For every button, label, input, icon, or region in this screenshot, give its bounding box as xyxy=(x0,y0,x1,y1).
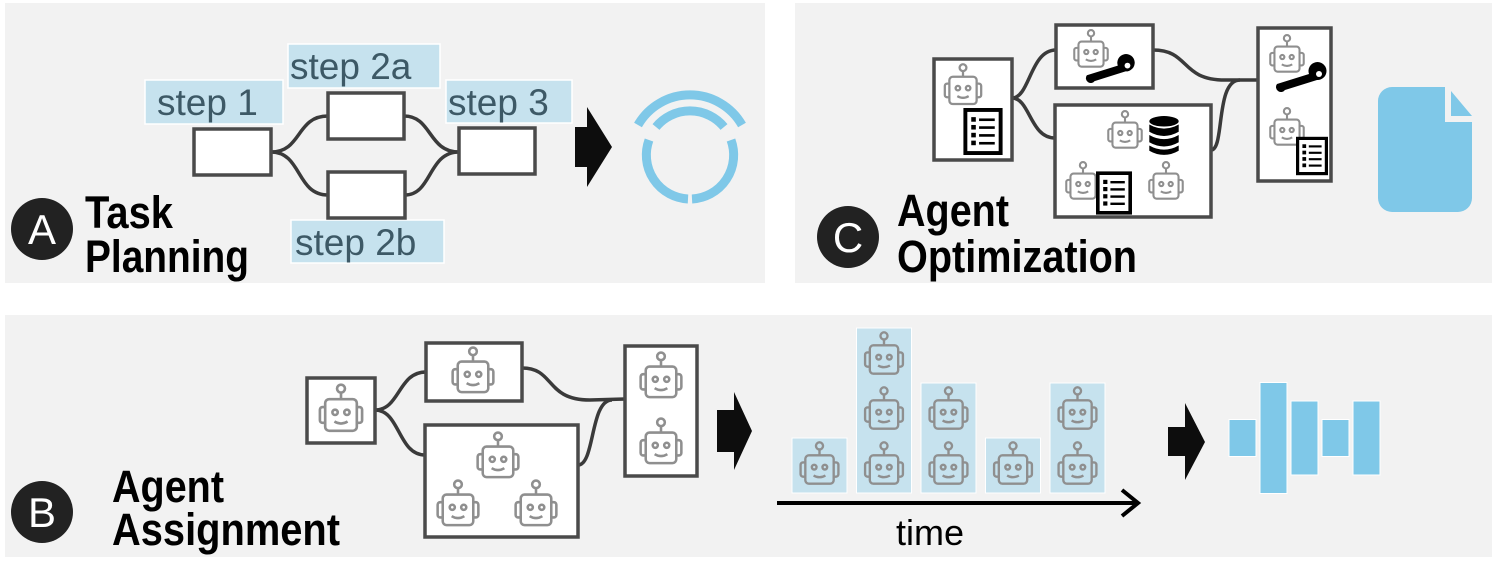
title-line-1: Agent xyxy=(112,461,224,512)
agent-box xyxy=(305,376,377,445)
badge-c: C xyxy=(817,206,879,268)
edge xyxy=(521,366,626,402)
step-2a-box xyxy=(326,91,406,141)
edge xyxy=(1011,96,1056,140)
arrow-right-icon xyxy=(1168,403,1205,480)
badge-a: A xyxy=(11,198,73,260)
edge xyxy=(404,150,460,197)
bar-histogram-icon xyxy=(1228,382,1381,494)
agent-box xyxy=(423,423,580,539)
step-2b-box xyxy=(326,170,407,220)
edge xyxy=(374,370,427,412)
checklist-icon xyxy=(1096,171,1132,215)
svg-text:B: B xyxy=(28,489,56,536)
arrow-right-icon xyxy=(575,107,612,187)
agent-timeline xyxy=(791,327,1106,494)
histogram-bar xyxy=(1259,382,1288,494)
edge xyxy=(577,398,613,467)
edge xyxy=(1210,78,1241,152)
document-icon xyxy=(1378,87,1472,212)
badge-b: B xyxy=(11,481,73,543)
checklist-icon xyxy=(963,108,1003,155)
panel-task-planning: step 1 step 2a step 3 step 2b xyxy=(5,3,765,283)
checklist-icon xyxy=(1296,136,1328,176)
edge xyxy=(403,114,460,154)
histogram-bar xyxy=(1290,400,1319,476)
svg-text:A: A xyxy=(28,206,56,253)
step-3-label: step 3 xyxy=(445,79,573,124)
svg-text:C: C xyxy=(833,214,863,261)
step-1-label: step 1 xyxy=(144,79,284,125)
step-2a-label: step 2a xyxy=(287,43,441,89)
histogram-bar xyxy=(1352,400,1381,476)
edge xyxy=(374,408,426,457)
title-line-1: Task xyxy=(85,187,174,238)
title-line-2: Optimization xyxy=(897,231,1137,282)
arrow-right-icon xyxy=(717,392,752,470)
panel-agent-optimization: C Agent Optimization xyxy=(795,3,1492,283)
svg-text:step 2b: step 2b xyxy=(295,222,416,263)
edge xyxy=(270,150,329,197)
histogram-bar xyxy=(1228,419,1257,457)
title-line-1: Agent xyxy=(897,185,1009,236)
title-line-2: Planning xyxy=(85,231,249,282)
edge xyxy=(1011,48,1057,100)
time-axis-arrow xyxy=(777,488,1142,518)
svg-text:step 1: step 1 xyxy=(157,82,258,123)
step-2b-label: step 2b xyxy=(290,219,445,264)
histogram-bar xyxy=(1321,419,1350,457)
time-axis-label: time xyxy=(896,512,964,553)
edge xyxy=(1152,48,1258,82)
circular-progress-icon xyxy=(634,90,746,204)
title-line-2: Assignment xyxy=(112,504,340,555)
step-3-box xyxy=(457,126,537,176)
edge xyxy=(270,114,329,154)
step-1-box xyxy=(192,127,273,177)
svg-text:step 2a: step 2a xyxy=(290,46,412,87)
panel-agent-assignment: time B Agent Assignment xyxy=(5,315,1492,557)
svg-text:step 3: step 3 xyxy=(448,82,549,123)
